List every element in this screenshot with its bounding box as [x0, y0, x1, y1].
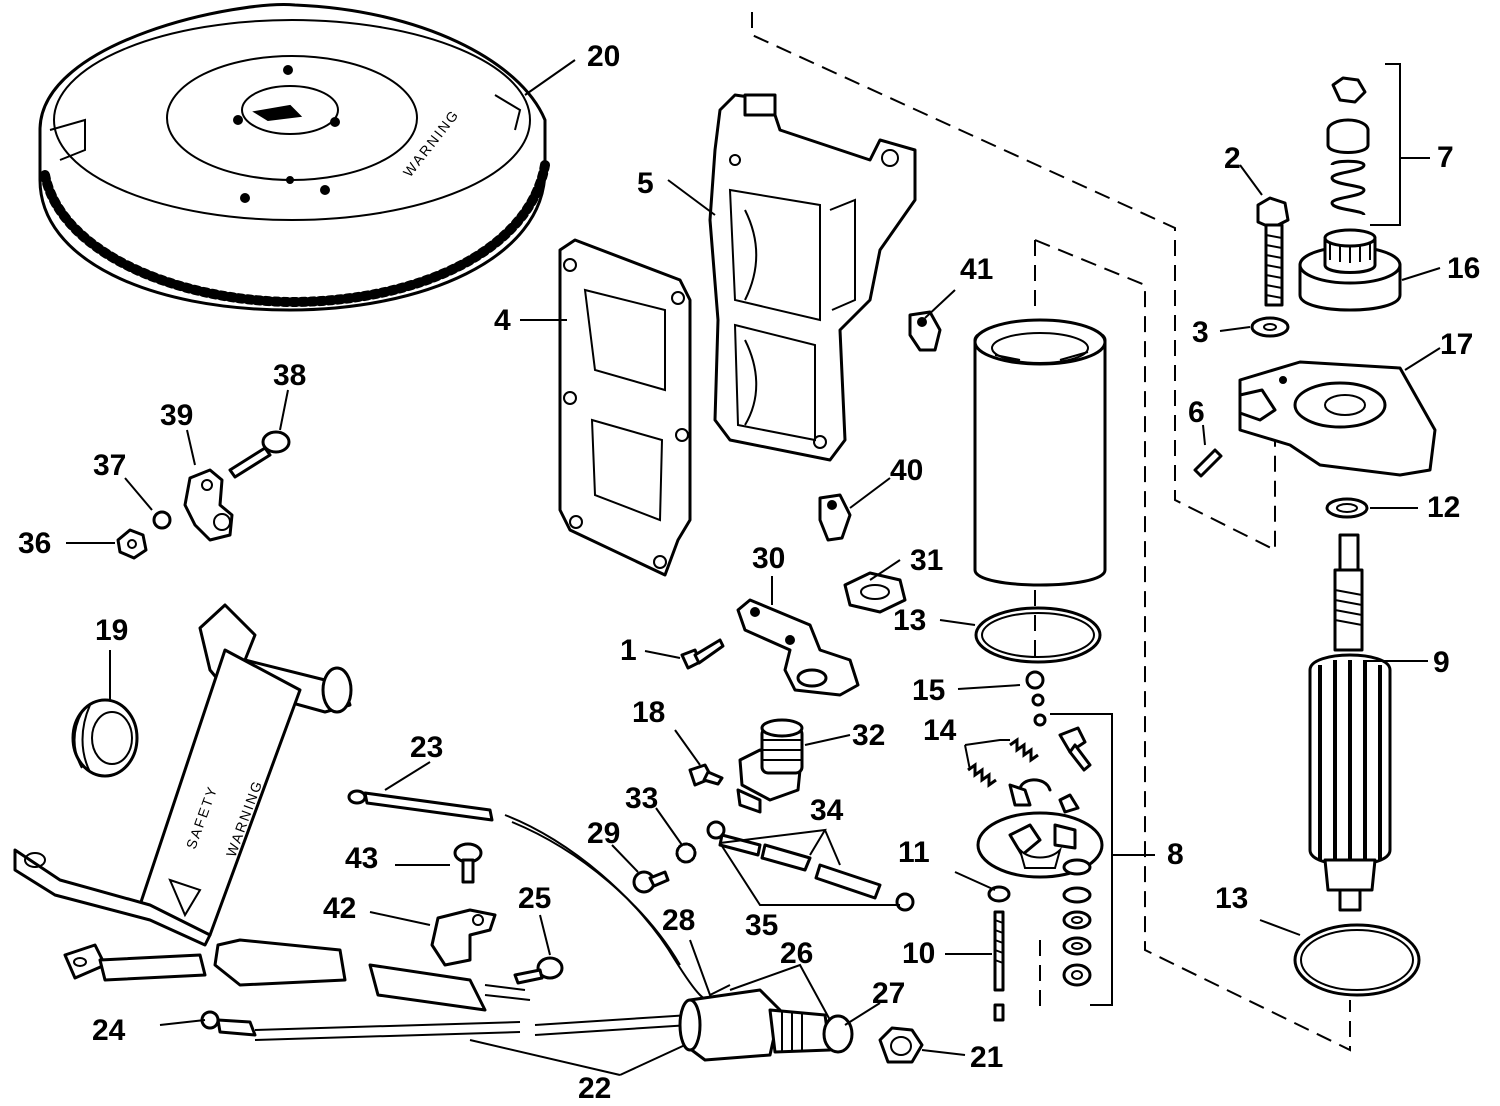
washer-3: [1250, 316, 1290, 338]
callout-9: 9: [1433, 646, 1450, 679]
callout-17: 17: [1440, 328, 1473, 361]
callout-30: 30: [752, 542, 785, 575]
flywheel: WARNING: [38, 3, 550, 312]
armature-9: [1308, 533, 1392, 912]
callout-19: 19: [95, 614, 128, 647]
callout-23: 23: [410, 731, 443, 764]
lead-34: [706, 820, 915, 912]
screw-18: [688, 763, 724, 787]
callout-41: 41: [960, 253, 993, 286]
callout-18: 18: [632, 696, 665, 729]
callout-25: 25: [518, 882, 551, 915]
pinion-16: [1298, 228, 1402, 312]
callout-8: 8: [1167, 838, 1184, 871]
pin-6: [1193, 448, 1223, 478]
callout-2: 2: [1224, 142, 1241, 175]
leader-lines: [66, 59, 1441, 1076]
callout-36: 36: [18, 527, 51, 560]
screw-1: [680, 638, 725, 670]
callout-10: 10: [902, 937, 935, 970]
bolt-2: [1256, 196, 1290, 307]
screw-25: [513, 956, 564, 985]
cable-23: [347, 789, 711, 1001]
solenoid-switch-32: [736, 718, 804, 814]
o-ring-lower: [1293, 923, 1421, 997]
callout-21: 21: [970, 1041, 1003, 1074]
callout-22: 22: [578, 1072, 611, 1105]
thru-bolt-10: [993, 910, 1005, 1022]
intake-manifold: [708, 93, 917, 462]
callout-20: 20: [587, 40, 620, 73]
callout-13-lower: 13: [1215, 882, 1248, 915]
brush-springs-14: [967, 737, 1039, 788]
callout-3: 3: [1192, 316, 1209, 349]
callout-26: 26: [780, 937, 813, 970]
clamp-42: [430, 908, 497, 967]
callout-12: 12: [1427, 491, 1460, 524]
callout-labels: 20 5 4 41 40 31 30 13 1 15 18 32 14 38 3…: [18, 40, 1480, 1105]
grommet-19: [71, 698, 139, 778]
battery-cable-positive: SAFETY WARNING: [13, 603, 353, 947]
screw-38: [228, 430, 291, 479]
callout-14: 14: [923, 714, 957, 747]
callout-24: 24: [92, 1014, 126, 1047]
screw-29: [632, 870, 670, 894]
callout-15: 15: [912, 674, 945, 707]
callout-40: 40: [890, 454, 923, 487]
nut-31: [843, 571, 907, 614]
drive-kit-7: [1326, 76, 1370, 217]
bracket-30: [736, 598, 860, 697]
starter-frame: [973, 318, 1107, 587]
callout-32: 32: [852, 719, 885, 752]
callout-27: 27: [872, 977, 905, 1010]
lockwasher-33: [675, 842, 697, 864]
callout-33: 33: [625, 782, 658, 815]
callout-13-upper: 13: [893, 604, 926, 637]
callout-5: 5: [637, 167, 654, 200]
screw-43: [453, 842, 483, 884]
callout-34: 34: [810, 794, 844, 827]
clamp-39: [183, 468, 234, 542]
solenoid-28: [678, 988, 854, 1062]
callout-6: 6: [1188, 396, 1205, 429]
callout-31: 31: [910, 544, 943, 577]
callout-39: 39: [160, 399, 193, 432]
intake-gasket: [558, 238, 692, 577]
washer-12: [1325, 497, 1369, 519]
callout-11: 11: [898, 836, 930, 869]
clip-40: [818, 493, 852, 542]
lockwasher-37: [152, 510, 172, 530]
brush-plate-assembly-8: [976, 670, 1104, 879]
callout-7: 7: [1437, 141, 1454, 174]
callout-4: 4: [494, 304, 511, 337]
end-cap-17: [1238, 360, 1437, 477]
callout-1: 1: [620, 634, 637, 667]
callout-43: 43: [345, 842, 378, 875]
hardware-stack-8: [1062, 858, 1092, 987]
battery-cable-negative: [63, 938, 531, 1012]
callout-35: 35: [745, 909, 778, 942]
cable-24: [200, 1010, 691, 1041]
callout-16: 16: [1447, 252, 1480, 285]
assembly-boundary-lines: [751, 12, 1351, 1052]
callout-37: 37: [93, 449, 126, 482]
nut-36: [116, 528, 148, 560]
callout-38: 38: [273, 359, 306, 392]
o-ring-upper: [974, 606, 1102, 664]
callout-42: 42: [323, 892, 356, 925]
callout-29: 29: [587, 817, 620, 850]
callout-28: 28: [662, 904, 695, 937]
nut-21: [878, 1026, 924, 1064]
